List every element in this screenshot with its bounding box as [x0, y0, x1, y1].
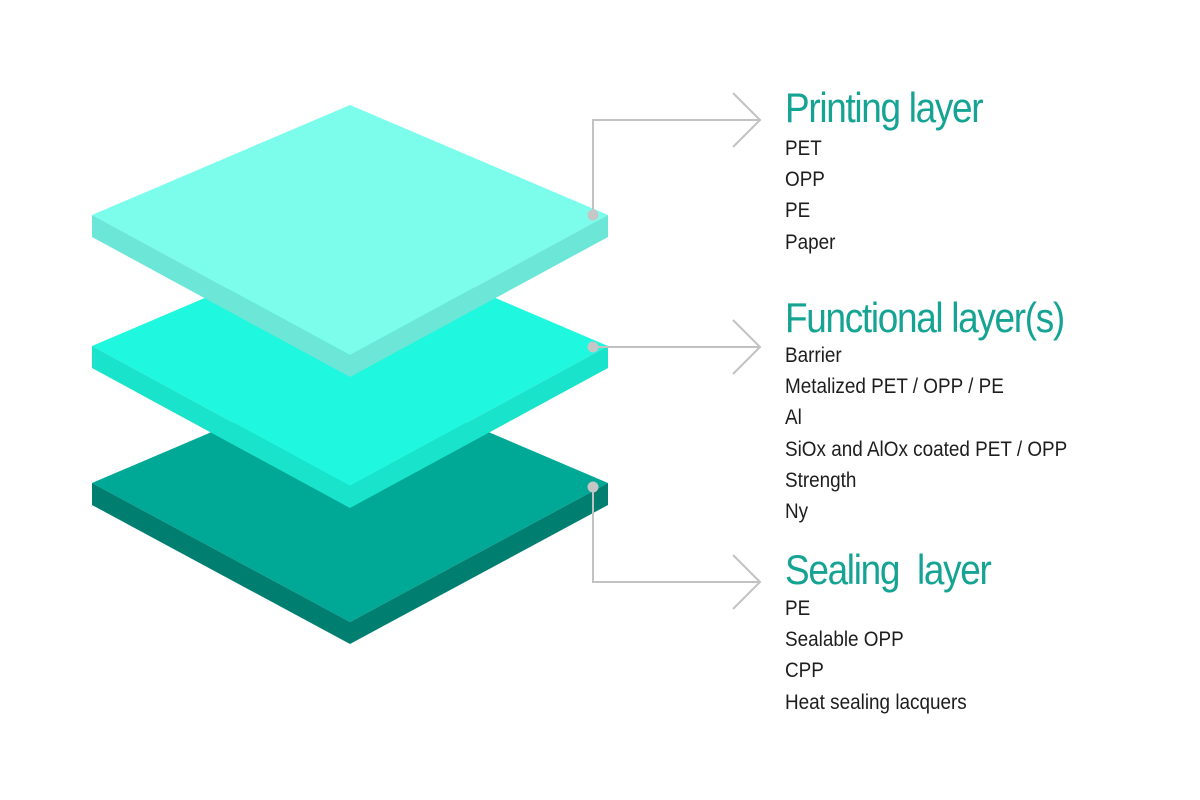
sealing-connector-line: [592, 487, 760, 583]
sealing-connector-dot: [587, 481, 599, 493]
functional-layer-materials: Barrier Metalized PET / OPP / PE Al SiOx…: [785, 340, 1099, 527]
list-item: OPP: [785, 168, 825, 192]
list-item: Ny: [785, 500, 809, 524]
list-item: CPP: [785, 659, 824, 683]
list-item: PE: [785, 597, 811, 620]
printing-slab-left-edge: [92, 215, 350, 377]
list-item: Barrier: [785, 344, 842, 367]
functional-slab-right-edge: [350, 346, 608, 508]
functional-layer-title: Functional layer(s): [785, 294, 1065, 341]
list-item: SiOx and AlOx coated PET / OPP: [785, 437, 1068, 461]
list-item: PET: [785, 137, 822, 160]
functional-slab-left-edge: [92, 346, 350, 508]
functional-arrow-head: [732, 319, 762, 375]
sealing-slab-right-edge: [350, 483, 608, 644]
printing-slab-right-edge: [350, 215, 608, 377]
printing-connector-line: [592, 119, 760, 214]
printing-arrow-head: [732, 92, 762, 148]
sealing-layer-materials: PE Sealable OPP CPP Heat sealing lacquer…: [785, 593, 987, 718]
printing-layer-materials: PET OPP PE Paper: [785, 133, 841, 258]
list-item: Paper: [785, 230, 836, 254]
sealing-layer-title: Sealing layer: [785, 546, 992, 593]
printing-slab-top: [92, 105, 608, 355]
list-item: Metalized PET / OPP / PE: [785, 375, 1004, 399]
list-item: Al: [785, 406, 802, 430]
printing-connector-dot: [587, 209, 599, 221]
list-item: Heat sealing lacquers: [785, 690, 967, 714]
list-item: PE: [785, 199, 811, 223]
sealing-arrow-head: [732, 554, 762, 610]
sealing-slab-left-edge: [92, 483, 350, 644]
list-item: Sealable OPP: [785, 628, 904, 652]
printing-layer-slab: [92, 105, 608, 377]
printing-layer-title: Printing layer: [785, 84, 984, 131]
functional-connector-dot: [587, 341, 599, 353]
list-item: Strength: [785, 468, 857, 492]
